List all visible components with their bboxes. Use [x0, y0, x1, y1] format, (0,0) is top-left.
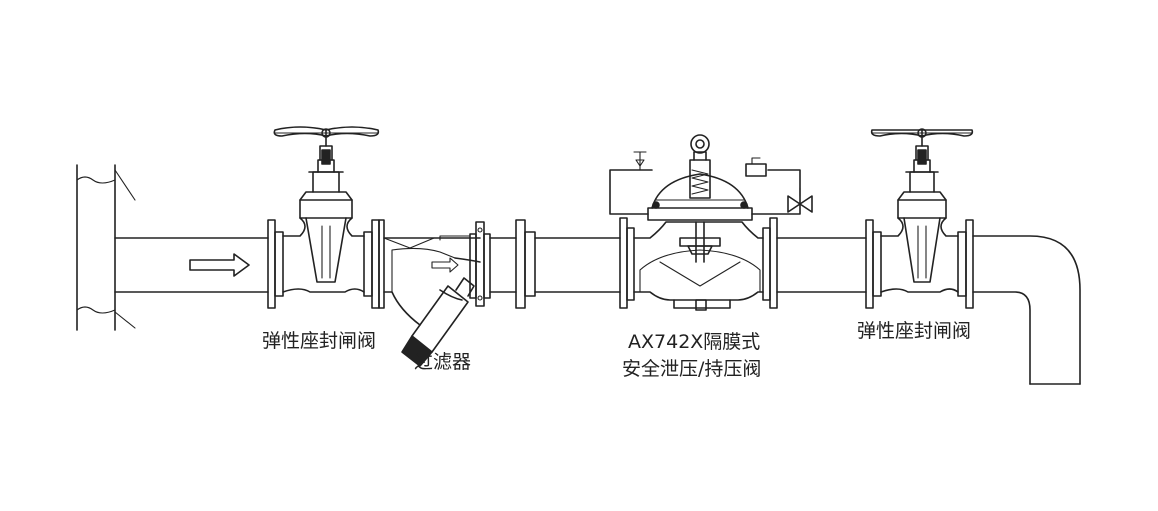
flow-arrow-large — [189, 253, 250, 277]
strainer-label: 过滤器 — [414, 351, 472, 373]
pipe-segment-outlet — [776, 237, 867, 293]
pipe-elbow — [972, 235, 1081, 385]
relief-valve-ax742x — [515, 134, 813, 311]
relief-valve-label-line2: 安全泄压/持压阀 — [622, 358, 762, 380]
gate-valve-left-label: 弹性座封闸阀 — [262, 330, 377, 352]
gate-valve-right — [865, 128, 974, 309]
pipe-segment-inlet — [114, 237, 269, 293]
strainer — [378, 219, 491, 367]
gate-valve-right-label: 弹性座封闸阀 — [857, 320, 972, 342]
relief-valve-label-line1: AX742X隔膜式 — [628, 331, 761, 353]
pipe-segment-middle — [439, 235, 517, 293]
main-vertical-pipe — [76, 164, 136, 331]
gate-valve-left — [267, 126, 380, 309]
